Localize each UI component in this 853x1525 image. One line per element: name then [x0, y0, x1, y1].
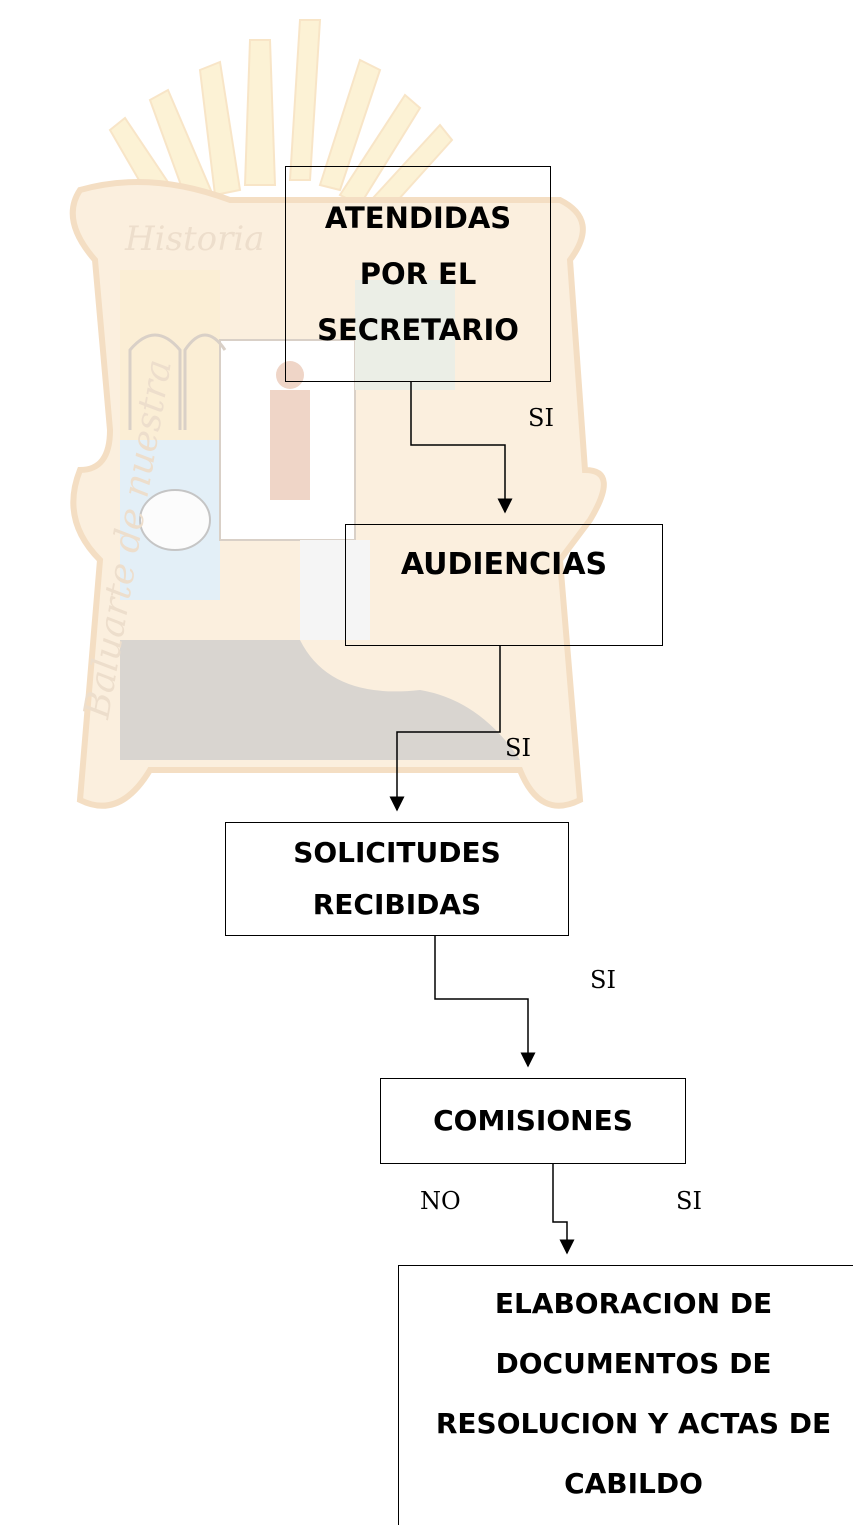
node-elaboracion-line-1: ELABORACION DE	[494, 1287, 773, 1320]
node-solicitudes-recibidas: SOLICITUDES RECIBIDAS	[225, 822, 569, 936]
node-audiencias: AUDIENCIAS	[345, 524, 663, 646]
edge-atendidas-audiencias	[410, 382, 513, 514]
node-audiencias-label: AUDIENCIAS	[400, 547, 608, 582]
node-atendidas-por-el-secretario: ATENDIDAS POR EL SECRETARIO	[285, 166, 551, 382]
edge-label-si-3: SI	[590, 966, 616, 994]
node-elaboracion-documentos: ELABORACION DE DOCUMENTOS DE RESOLUCION …	[398, 1265, 853, 1525]
node-solicitudes-line-2: RECIBIDAS	[312, 888, 482, 921]
edge-label-si-2: SI	[505, 734, 531, 762]
node-atendidas-line-3: SECRETARIO	[317, 313, 519, 347]
node-elaboracion-line-3: RESOLUCION Y ACTAS DE	[435, 1407, 832, 1440]
edge-comisiones-elaboracion	[552, 1164, 575, 1255]
edge-label-no: NO	[420, 1187, 461, 1215]
node-elaboracion-line-2: DOCUMENTOS DE	[495, 1347, 772, 1380]
node-atendidas-line-1: ATENDIDAS	[324, 201, 512, 235]
edge-solicitudes-comisiones	[434, 936, 536, 1068]
edge-audiencias-solicitudes	[389, 646, 501, 812]
node-comisiones: COMISIONES	[380, 1078, 686, 1164]
edge-label-si-1: SI	[528, 404, 554, 432]
watermark-motto-top: Historia	[124, 219, 265, 259]
node-elaboracion-line-4: CABILDO	[564, 1467, 703, 1500]
edge-label-si-4: SI	[676, 1187, 702, 1215]
node-comisiones-label: COMISIONES	[433, 1104, 633, 1137]
node-solicitudes-line-1: SOLICITUDES	[293, 836, 501, 869]
node-atendidas-line-2: POR EL	[359, 257, 477, 291]
